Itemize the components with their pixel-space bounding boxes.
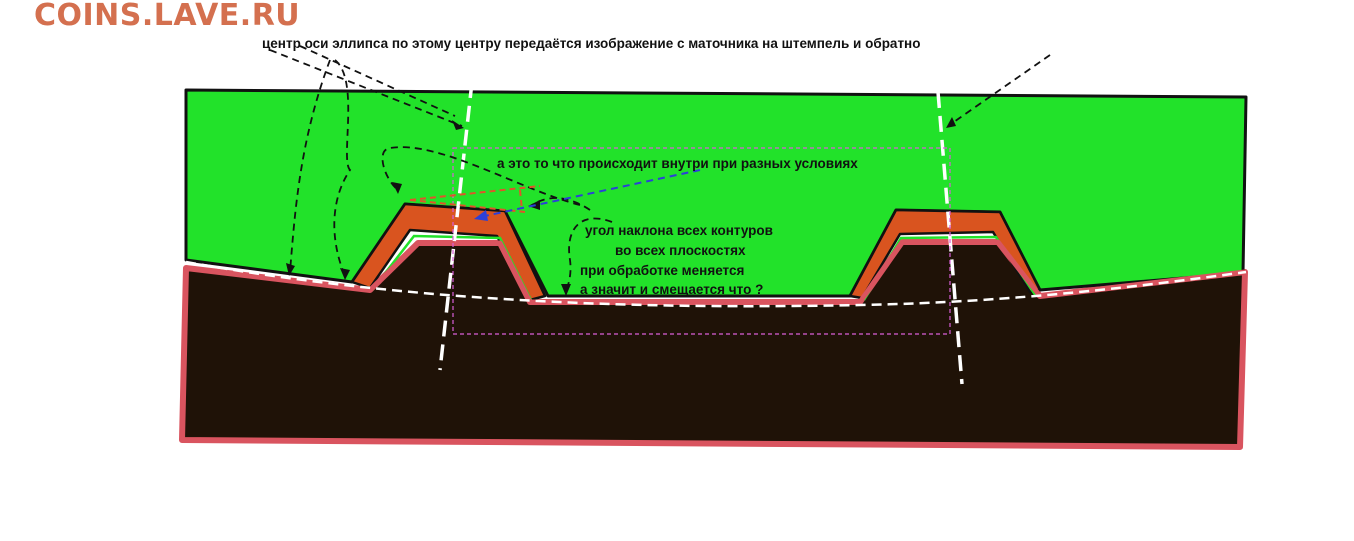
right-relief-contour	[848, 208, 1042, 300]
angle-indicator-lines	[409, 185, 541, 213]
arrow-heads	[286, 117, 956, 296]
annotation-pointers	[269, 45, 1051, 293]
angle-label-line-3: при обработке меняется	[580, 263, 744, 278]
site-watermark: COINS.LAVE.RU	[34, 0, 301, 33]
left-relief-contour	[350, 202, 547, 302]
inside-conditions-label: а это то что происходит внутри при разны…	[497, 156, 858, 171]
axis-center-label: центр оси эллипса по этому центру переда…	[262, 36, 920, 51]
angle-label-line-4: а значит и смещается что ?	[580, 282, 763, 297]
focus-frame	[452, 147, 951, 335]
blue-arrow-head	[474, 210, 488, 221]
left-axis-line	[438, 81, 474, 371]
angle-label-line-2: во всех плоскостях	[615, 243, 746, 258]
ellipse-arc-line	[185, 260, 1247, 308]
lower-relief-outline	[185, 239, 1246, 305]
angle-label-line-1: угол наклона всех контуров	[585, 223, 773, 238]
right-axis-line	[936, 91, 964, 385]
blue-guide-arrow	[479, 169, 701, 218]
